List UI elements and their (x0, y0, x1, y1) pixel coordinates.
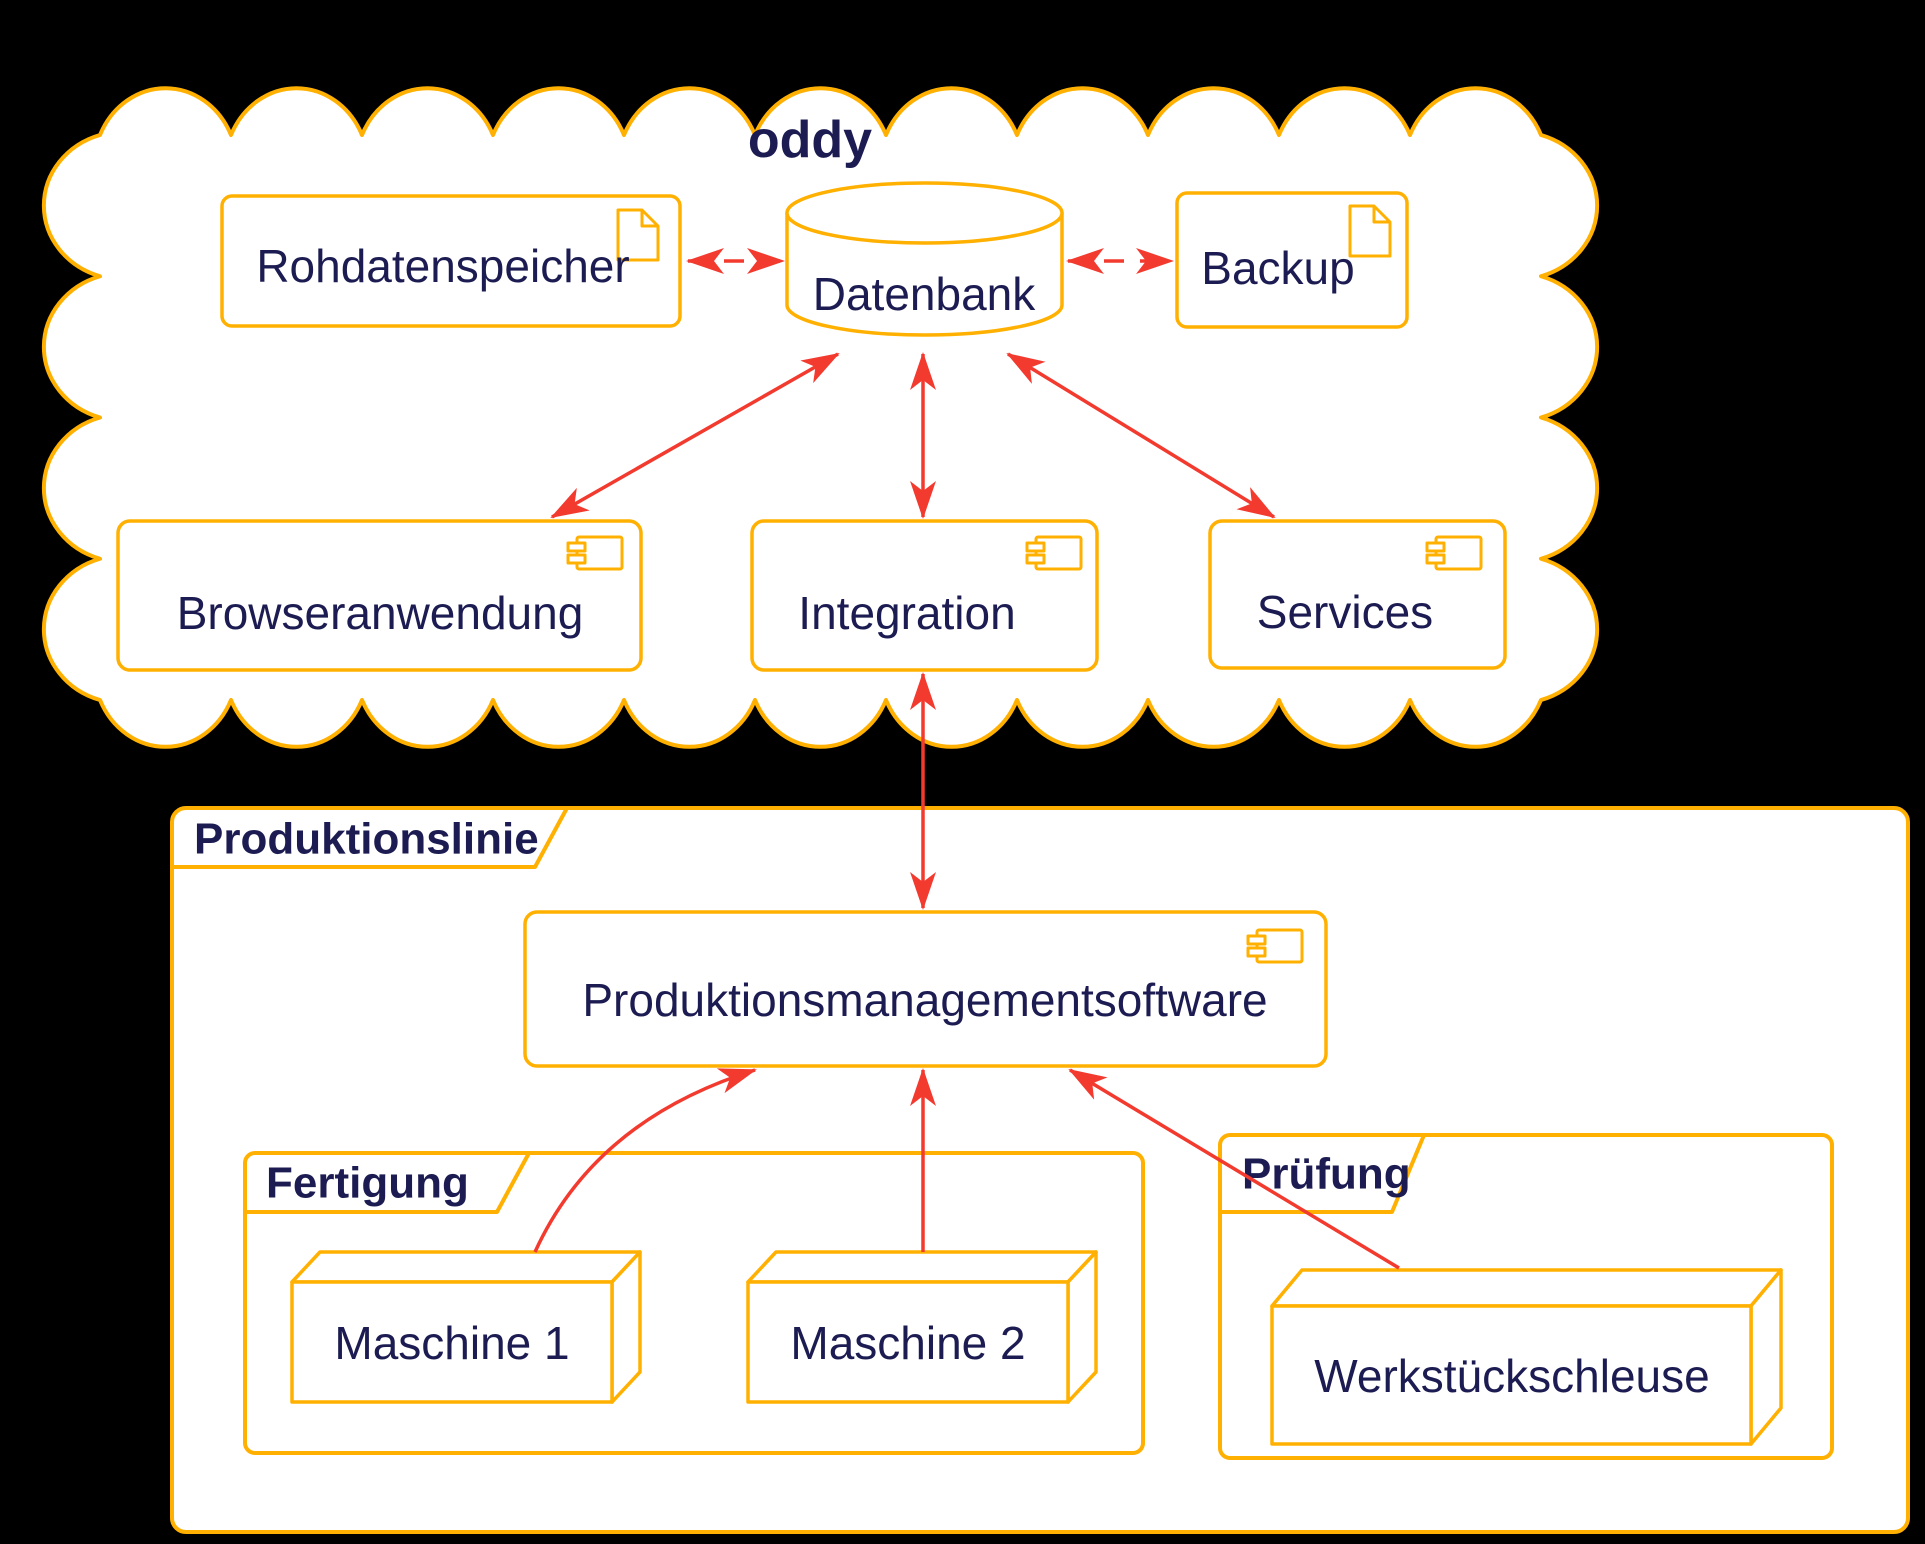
package-title: Fertigung (266, 1159, 469, 1208)
database-label: Datenbank (813, 268, 1036, 320)
component-services: Services (1208, 519, 1507, 670)
node-3d-box (746, 1250, 1098, 1284)
component-label: Services (1257, 586, 1433, 638)
arrow-maschine1-produktionsmanagementsoftware (533, 1068, 757, 1253)
arrow-datenbank-browseranwendung (550, 352, 840, 519)
component-produktionsmanagementsoftware: Produktionsmanagementsoftware (523, 910, 1328, 1068)
component-label: Browseranwendung (177, 587, 584, 639)
database-datenbank: Datenbank (785, 181, 1064, 337)
node-label: Maschine 1 (334, 1317, 569, 1369)
component-icon (1425, 535, 1483, 571)
node-3d-box (1270, 1268, 1783, 1308)
artifact-rohdatenspeicher: Rohdatenspeicher (220, 194, 682, 328)
node-label: Werkstückschleuse (1314, 1350, 1709, 1402)
node-label: Maschine 2 (790, 1317, 1025, 1369)
artifact-label: Backup (1201, 242, 1354, 294)
component-label: Produktionsmanagementsoftware (582, 974, 1267, 1026)
frame-title: Produktionslinie (194, 815, 539, 864)
cloud-title: oddy (748, 111, 872, 169)
node-3d-box (290, 1250, 642, 1284)
component-browseranwendung: Browseranwendung (116, 519, 643, 672)
component-icon (566, 535, 624, 571)
node-maschine-2: Maschine 2 (746, 1250, 1098, 1404)
arrow-datenbank-services (1006, 352, 1276, 519)
component-label: Integration (798, 587, 1015, 639)
database-cylinder-icon (785, 213, 1064, 337)
artifact-label: Rohdatenspeicher (256, 240, 629, 292)
artifact-backup: Backup (1175, 191, 1409, 329)
arrow-werkstueckschleuse-produktionsmanagementsoftware (1068, 1068, 1400, 1270)
node-maschine-1: Maschine 1 (290, 1250, 642, 1404)
component-icon (1025, 535, 1083, 571)
component-integration: Integration (750, 519, 1099, 672)
component-icon (1246, 928, 1304, 964)
package-title: Prüfung (1242, 1150, 1411, 1199)
node-werkstueckschleuse: Werkstückschleuse (1270, 1268, 1783, 1446)
